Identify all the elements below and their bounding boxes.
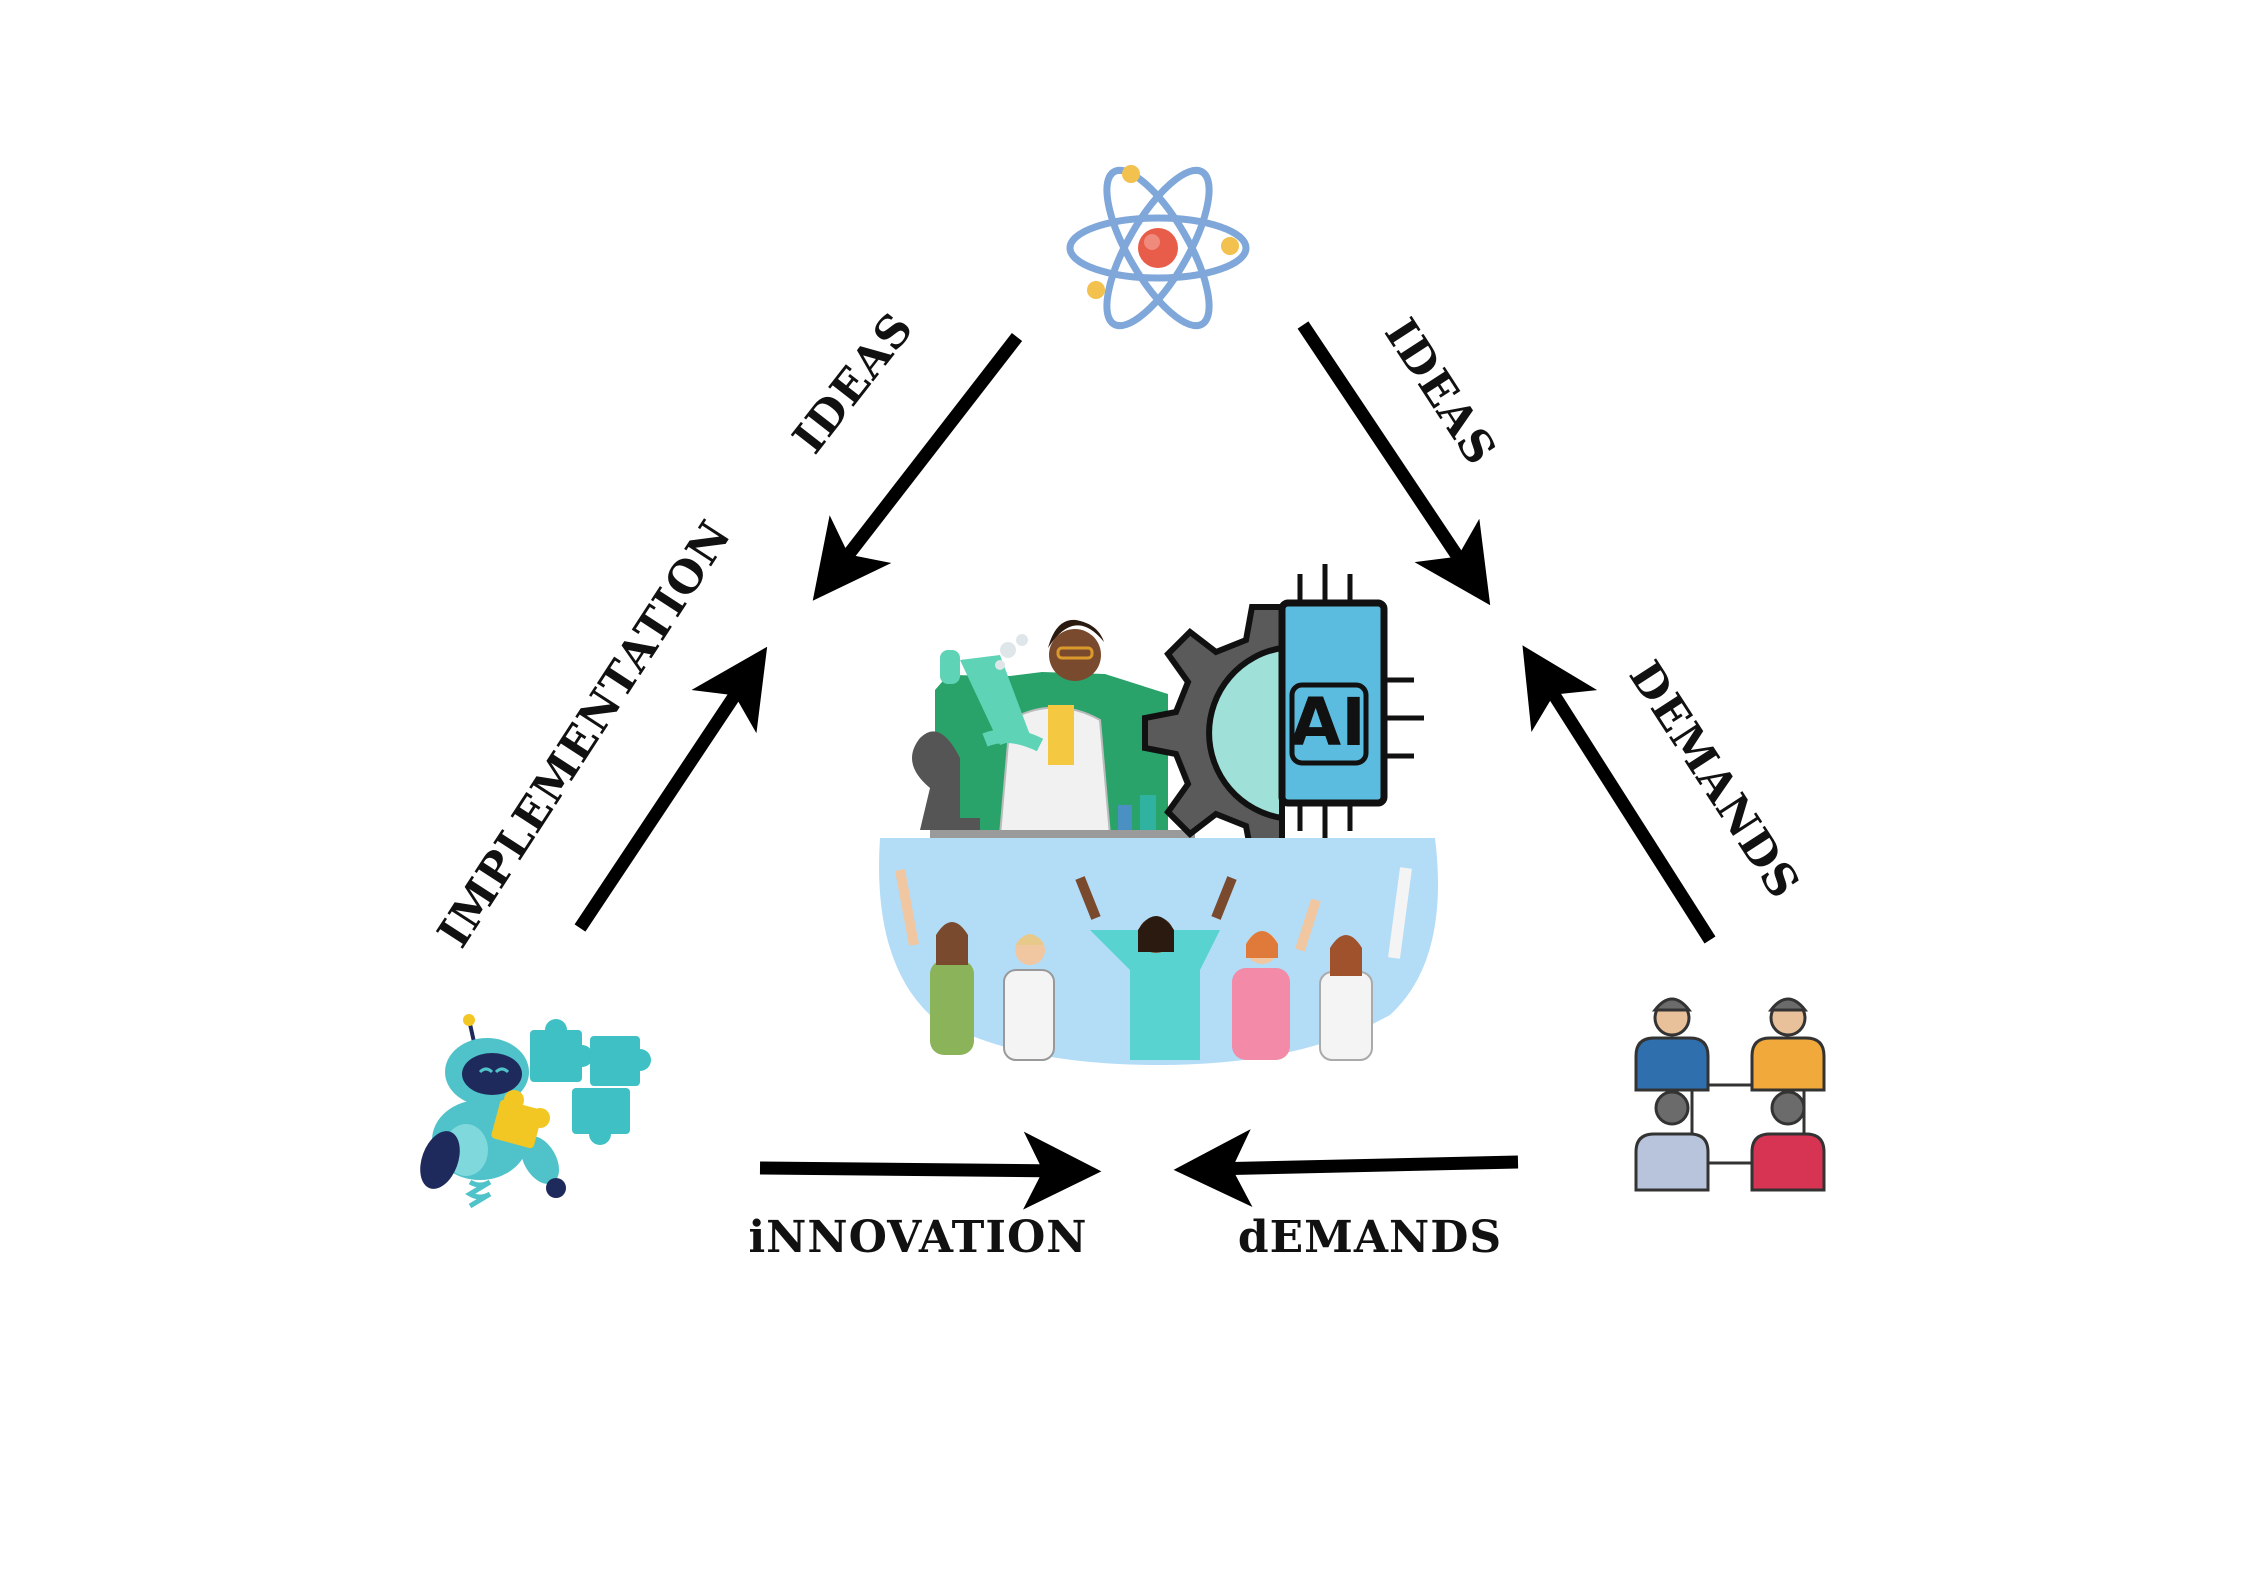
robot-puzzle-icon xyxy=(420,1014,651,1209)
scientist-illustration xyxy=(912,619,1195,838)
team-meeting-icon xyxy=(1634,997,1826,1192)
arrows xyxy=(574,321,1716,1210)
protesting-crowd-illustration xyxy=(879,838,1438,1065)
ai-chip-gear-icon: AI xyxy=(1142,564,1424,861)
label-innovation: iNNOVATION xyxy=(748,1212,1087,1263)
label-demands-right: DEMANDS xyxy=(1619,652,1810,908)
label-demands-bottom: dEMANDS xyxy=(1238,1212,1502,1263)
arrow-atom-to-center-right xyxy=(1297,321,1491,606)
arrow-innovation xyxy=(759,1131,1102,1210)
arrow-demands-bottom xyxy=(1173,1129,1519,1208)
arrow-team-to-center xyxy=(1522,645,1716,944)
ai-badge-text: AI xyxy=(1290,684,1366,761)
arrow-atom-to-center-left xyxy=(812,333,1023,601)
center-illustration: AI xyxy=(879,564,1438,1065)
atom-icon xyxy=(1066,165,1250,330)
arrow-robot-to-center xyxy=(574,646,768,932)
label-ideas-left: IDEAS xyxy=(783,303,924,463)
label-implementation: IMPLEMENTATION xyxy=(428,512,742,957)
